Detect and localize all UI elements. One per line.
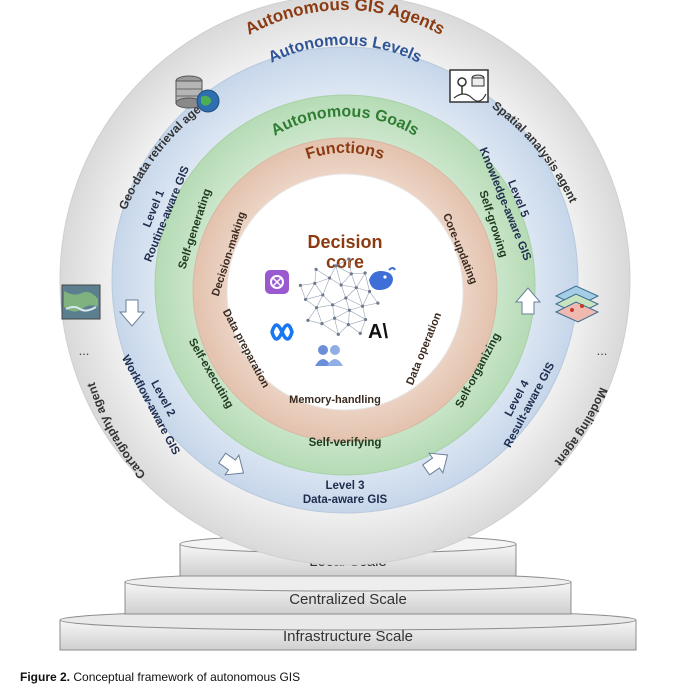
arrow-up-right-icon: [514, 287, 542, 315]
deepseek-whale-icon: [369, 267, 396, 290]
meta-logo-icon: [270, 323, 294, 341]
svg-text:Data-aware GIS: Data-aware GIS: [303, 494, 388, 506]
caption-label: Figure 2.: [20, 670, 71, 684]
infrastructure-scale-label: Infrastructure Scale: [283, 628, 413, 645]
infrastructure-scale-step: Infrastructure Scale: [59, 609, 637, 651]
layered-map-icon: [554, 285, 600, 323]
svg-text:Level 3: Level 3: [326, 480, 365, 492]
centralized-scale-step: Centralized Scale: [124, 572, 572, 615]
chatgpt-logo-icon: [265, 270, 289, 294]
decision-core-disk: [226, 173, 464, 411]
spatial-analysis-icon: [449, 69, 489, 103]
figure-caption: Figure 2. Conceptual framework of autono…: [20, 670, 300, 684]
arrow-down-left-icon: [118, 299, 146, 327]
users-group-icon: [315, 345, 343, 366]
arrow-bottom-left-icon: [218, 452, 245, 476]
function-memory-handling: Memory-handling: [289, 394, 381, 406]
anthropic-logo-icon: A\: [368, 321, 388, 343]
caption-text: Conceptual framework of autonomous GIS: [70, 670, 301, 684]
goal-self-verifying: Self-verifying: [309, 437, 382, 449]
centralized-scale-label: Centralized Scale: [289, 591, 407, 608]
level-3-label: Level 3 Data-aware GIS: [303, 480, 388, 506]
agents-ellipsis-right: ...: [597, 343, 608, 358]
decision-core-title-line2: core: [326, 252, 364, 272]
database-globe-icon: [175, 75, 220, 113]
arrow-bottom-right-icon: [422, 452, 449, 476]
neural-network-sphere-icon: [298, 257, 380, 336]
map-thumbnail-icon: [61, 284, 101, 320]
decision-core-title-line1: Decision: [307, 232, 382, 252]
agents-ellipsis-left: ...: [79, 343, 90, 358]
